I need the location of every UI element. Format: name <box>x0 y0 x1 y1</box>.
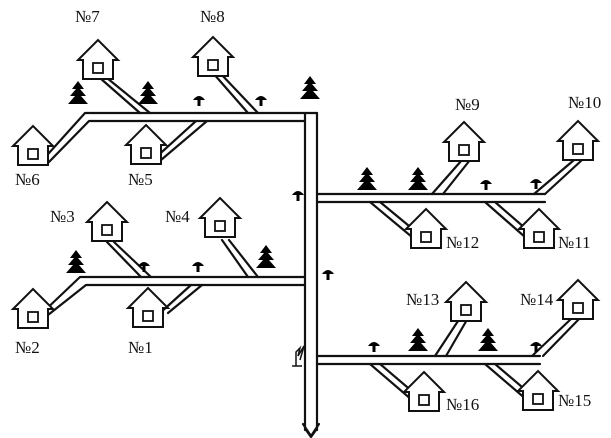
house-15-window <box>532 393 544 405</box>
house-13 <box>443 280 489 322</box>
house-3 <box>84 200 130 242</box>
house-14-window <box>572 302 584 314</box>
label-house-8: №8 <box>200 7 225 26</box>
label-house-3: №3 <box>50 207 75 226</box>
label-house-6: №6 <box>15 170 40 189</box>
label-house-1: №1 <box>128 338 153 357</box>
house-4 <box>197 196 243 238</box>
top-branch-lower-edge <box>46 119 307 165</box>
house-6-window <box>27 148 39 160</box>
house-7-window <box>92 62 104 74</box>
house-9-window <box>458 144 470 156</box>
mushroom-icon <box>255 96 267 106</box>
midleft-branch-lower-edge <box>46 283 307 317</box>
house-labels: №1 №2 №3 №4 №5 №6 №7 №8 №9 №10 №11 №12 №… <box>15 7 601 414</box>
houses <box>10 35 601 412</box>
house-2 <box>10 287 56 329</box>
house-1 <box>125 286 171 328</box>
house-15 <box>515 369 561 411</box>
house-11-window <box>533 231 545 243</box>
mushroom-icon <box>192 262 204 272</box>
tree-icon <box>408 167 428 195</box>
house-5-window <box>140 147 152 159</box>
spur-house-8 <box>211 71 260 115</box>
house-10-window <box>572 143 584 155</box>
house-5 <box>123 123 169 165</box>
road-network <box>38 71 584 438</box>
top-branch-upper-edge <box>38 111 319 165</box>
house-8-window <box>207 59 219 71</box>
label-house-10: №10 <box>568 93 601 112</box>
house-7 <box>75 38 121 80</box>
house-8 <box>190 35 236 77</box>
label-house-12: №12 <box>446 233 479 252</box>
spur-house-7 <box>98 76 152 115</box>
house-11 <box>516 207 562 249</box>
house-1-window <box>142 310 154 322</box>
spur-house-13 <box>433 316 470 358</box>
label-house-13: №13 <box>406 290 439 309</box>
label-house-4: №4 <box>165 207 190 226</box>
mushroom-icon <box>480 180 492 190</box>
house-13-window <box>460 304 472 316</box>
midleft-branch-upper-edge <box>38 275 307 317</box>
label-house-11: №11 <box>558 233 591 252</box>
spur-house-10 <box>532 158 584 196</box>
tree-icon <box>357 167 377 195</box>
label-house-9: №9 <box>455 95 480 114</box>
spur-house-14 <box>530 316 582 358</box>
label-house-5: №5 <box>128 170 153 189</box>
tree-icon <box>68 81 88 109</box>
house-16 <box>401 370 447 412</box>
tree-icon <box>478 328 498 356</box>
mushroom-icon <box>193 96 205 106</box>
tree-icon <box>408 328 428 356</box>
house-14 <box>555 278 601 320</box>
label-house-15: №15 <box>558 391 591 410</box>
house-9 <box>441 120 487 162</box>
house-10 <box>555 119 601 161</box>
mushroom-icon <box>322 270 334 280</box>
mushroom-icon <box>368 342 380 352</box>
label-house-2: №2 <box>15 338 40 357</box>
road-exit-arrow <box>301 422 321 438</box>
house-4-window <box>214 220 226 232</box>
spur-house-4 <box>220 238 260 279</box>
house-3-window <box>101 224 113 236</box>
label-house-7: №7 <box>75 7 100 26</box>
house-12-window <box>420 231 432 243</box>
house-12 <box>403 207 449 249</box>
label-house-16: №16 <box>446 395 479 414</box>
label-house-14: №14 <box>520 290 554 309</box>
tree-icon <box>300 76 320 104</box>
house-16-window <box>418 394 430 406</box>
house-2-window <box>27 311 39 323</box>
spur-house-9 <box>430 158 472 196</box>
bush-icon <box>292 345 305 367</box>
house-6 <box>10 124 56 166</box>
tree-icon <box>256 245 276 273</box>
mushroom-icon <box>292 191 304 201</box>
tree-icon <box>66 250 86 278</box>
